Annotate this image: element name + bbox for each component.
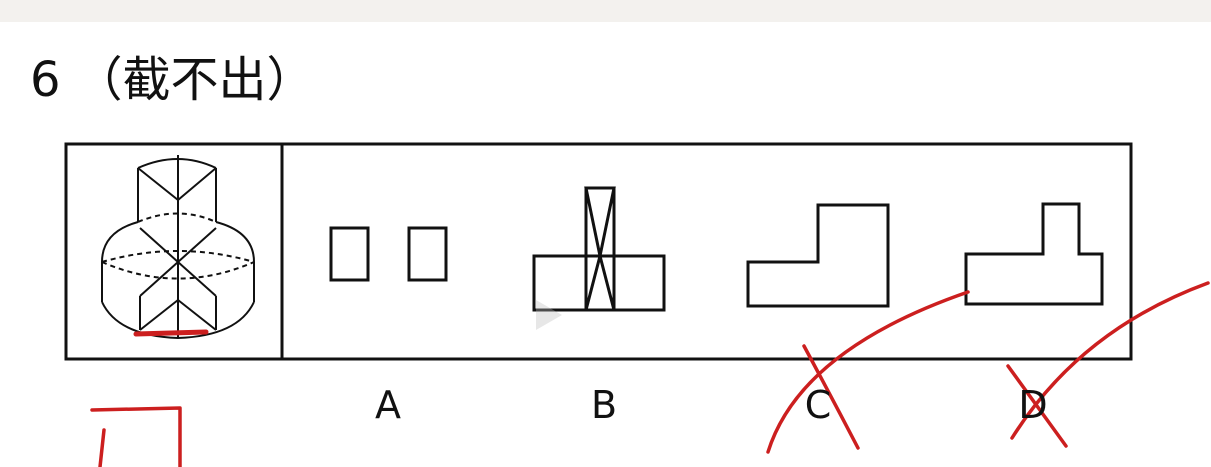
red-slash-d-short	[1006, 364, 1068, 448]
option-b-figure-inner	[584, 186, 616, 312]
question-heading: 6（截不出）	[30, 50, 315, 110]
play-icon[interactable]	[536, 300, 562, 330]
option-d-label[interactable]: D	[1018, 383, 1048, 427]
red-annotations	[90, 281, 1210, 467]
option-a-label[interactable]: A	[375, 383, 401, 427]
option-c-label[interactable]: C	[804, 383, 832, 427]
red-answer-box	[90, 406, 182, 467]
top-strip	[0, 0, 1211, 22]
option-c-figure	[746, 203, 890, 308]
red-slash-c-long	[766, 290, 970, 454]
red-slash-d-long	[1010, 281, 1210, 440]
figure-frame	[64, 142, 1133, 361]
red-slash-c-short	[802, 344, 860, 450]
question-title: （截不出）	[74, 52, 315, 108]
option-b-label[interactable]: B	[590, 383, 618, 427]
red-underline-mark	[133, 329, 209, 337]
option-d-figure	[964, 202, 1104, 306]
solid-figure	[101, 155, 255, 340]
question-number: 6	[30, 52, 61, 108]
option-a-figure	[329, 226, 448, 282]
